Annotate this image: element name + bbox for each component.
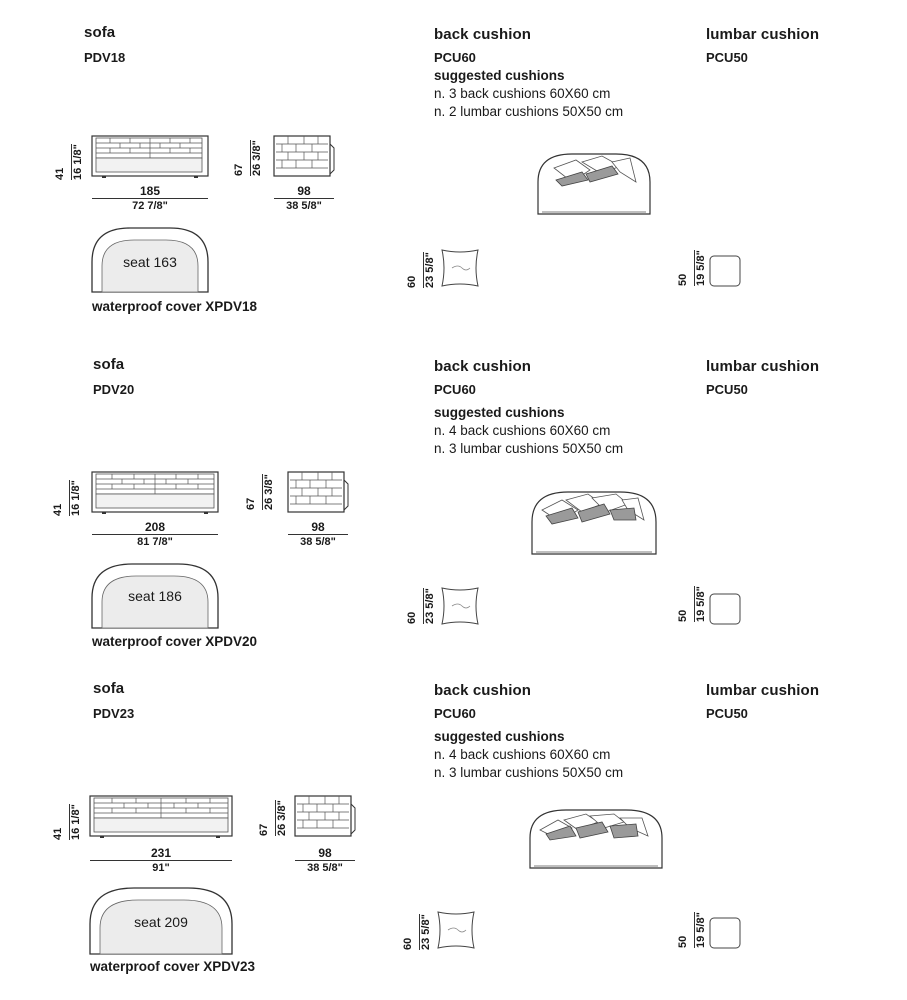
sofa-side-view	[287, 471, 349, 513]
product-section-pdv23: sofa PDV23 back cushion PCU60 lumbar cus…	[0, 0, 907, 974]
sofa-width-in: 72 7/8"	[132, 200, 168, 212]
suggested-line-1: n. 4 back cushions 60X60 cm	[434, 747, 611, 762]
lumbar-cushion-size: 50 19 5/8"	[673, 586, 709, 622]
back-height-cm: 67	[258, 823, 270, 836]
sofa-code: PDV18	[84, 50, 126, 65]
height-cm: 41	[52, 827, 64, 840]
sofa-width-in: 81 7/8"	[137, 536, 173, 548]
seat-label: seat 209	[134, 914, 188, 930]
back-cushion-size-in: 23 5/8"	[419, 914, 432, 950]
lumbar-cushion-size-cm: 50	[677, 609, 689, 622]
sofa-width-cm: 231	[150, 846, 172, 860]
sofa-width-cm: 208	[144, 520, 166, 534]
lumbar-cushion-size-in: 19 5/8"	[694, 912, 707, 948]
sofa-front-view	[89, 795, 233, 838]
cushion-layout-view	[537, 153, 651, 215]
lumbar-cushion-size-cm: 50	[677, 935, 689, 948]
lumbar-cushion-title: lumbar cushion	[706, 358, 820, 375]
back-cushion-title: back cushion	[434, 358, 532, 375]
back-cushion-size-in: 23 5/8"	[423, 588, 436, 624]
sofa-title: sofa	[93, 680, 125, 697]
back-height-in: 26 3/8"	[262, 474, 275, 510]
sofa-depth-in: 38 5/8"	[300, 536, 336, 548]
lumbar-cushion-code: PCU50	[706, 50, 748, 65]
sofa-width-in: 91"	[152, 862, 170, 874]
cushion-layout-view	[531, 491, 657, 555]
sofa-depth-cm: 98	[311, 520, 325, 534]
sofa-title: sofa	[84, 24, 116, 41]
lumbar-cushion-title: lumbar cushion	[706, 26, 820, 43]
back-cushion-size-cm: 60	[406, 611, 418, 624]
sofa-width-cm: 185	[139, 184, 161, 198]
back-height-in: 26 3/8"	[275, 800, 288, 836]
sofa-depth-cm: 98	[318, 846, 332, 860]
sofa-side-view	[294, 795, 356, 837]
back-cushion-code: PCU60	[434, 382, 476, 397]
sofa-depth-cm: 98	[297, 184, 311, 198]
suggested-title: suggested cushions	[434, 729, 565, 744]
back-cushion-icon	[441, 249, 479, 287]
cushion-layout-view	[529, 809, 663, 869]
product-section-pdv18: sofa PDV18 back cushion PCU60 lumbar cus…	[0, 0, 907, 330]
sofa-plan-view	[89, 887, 233, 955]
sofa-side-view	[273, 135, 335, 177]
lumbar-cushion-icon	[709, 255, 741, 287]
back-cushion-code: PCU60	[434, 706, 476, 721]
lumbar-cushion-size-in: 19 5/8"	[694, 586, 707, 622]
back-cushion-icon	[441, 587, 479, 625]
back-cushion-title: back cushion	[434, 26, 532, 43]
waterproof-cover: waterproof cover XPDV18	[92, 299, 258, 314]
sofa-depth-in: 38 5/8"	[286, 200, 322, 212]
product-section-pdv20: sofa PDV20 back cushion PCU60 lumbar cus…	[0, 0, 907, 649]
sofa-front-view	[91, 471, 219, 514]
sofa-code: PDV20	[93, 382, 135, 397]
back-cushion-size: 60 23 5/8"	[398, 914, 434, 950]
height-dimension: 41 16 1/8"	[48, 804, 84, 840]
sofa-plan-view	[91, 227, 209, 293]
back-height-dimension: 67 26 3/8"	[241, 474, 277, 510]
back-cushion-size: 60 23 5/8"	[402, 588, 438, 624]
height-dimension: 41 16 1/8"	[48, 480, 84, 516]
suggested-line-1: n. 4 back cushions 60X60 cm	[434, 423, 611, 438]
height-in: 16 1/8"	[69, 480, 82, 516]
height-in: 16 1/8"	[69, 804, 82, 840]
waterproof-cover: waterproof cover XPDV23	[90, 959, 256, 974]
lumbar-cushion-code: PCU50	[706, 706, 748, 721]
sofa-title: sofa	[93, 356, 125, 373]
sofa-code: PDV23	[93, 706, 135, 721]
lumbar-cushion-code: PCU50	[706, 382, 748, 397]
height-cm: 41	[52, 503, 64, 516]
seat-label: seat 186	[128, 588, 182, 604]
suggested-title: suggested cushions	[434, 68, 565, 83]
back-cushion-code: PCU60	[434, 50, 476, 65]
back-height-cm: 67	[245, 497, 257, 510]
lumbar-cushion-title: lumbar cushion	[706, 682, 820, 699]
sofa-plan-view	[91, 563, 219, 629]
sofa-depth-in: 38 5/8"	[307, 862, 343, 874]
suggested-line-2: n. 3 lumbar cushions 50X50 cm	[434, 765, 624, 780]
suggested-title: suggested cushions	[434, 405, 565, 420]
seat-label: seat 163	[123, 254, 177, 270]
lumbar-cushion-icon	[709, 917, 741, 949]
lumbar-cushion-icon	[709, 593, 741, 625]
back-cushion-icon	[437, 911, 475, 949]
lumbar-cushion-size: 50 19 5/8"	[673, 912, 709, 948]
suggested-line-2: n. 2 lumbar cushions 50X50 cm	[434, 104, 624, 119]
waterproof-cover: waterproof cover XPDV20	[92, 634, 258, 649]
back-cushion-size-cm: 60	[402, 937, 414, 950]
back-cushion-title: back cushion	[434, 682, 532, 699]
sofa-front-view	[91, 135, 209, 178]
suggested-line-1: n. 3 back cushions 60X60 cm	[434, 86, 611, 101]
suggested-line-2: n. 3 lumbar cushions 50X50 cm	[434, 441, 624, 456]
back-height-dimension: 67 26 3/8"	[254, 800, 290, 836]
